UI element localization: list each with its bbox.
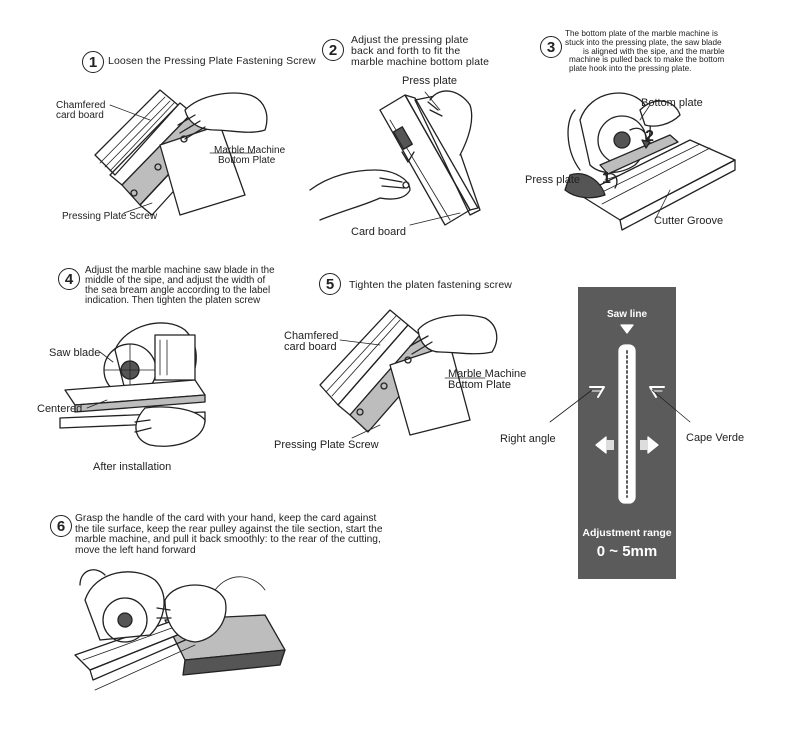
range-value: 0 ~ 5mm	[596, 543, 658, 560]
step-2-illustration	[309, 90, 481, 226]
step-4-number: 4	[58, 268, 80, 290]
step-5-number: 5	[319, 273, 341, 295]
cape-verde-label: Cape Verde	[686, 432, 745, 444]
step-6-title-line-4: move the left hand forward	[75, 544, 196, 556]
step-6-title: Grasp the handle of the card with your h…	[75, 513, 383, 556]
step-4-title-line-1: Adjust the marble machine saw blade in t…	[85, 265, 275, 276]
step-4-illustration	[59, 322, 206, 447]
s5-marble-label-1: Marble Machine	[448, 368, 527, 380]
s3-press-plate-label: Press plate	[525, 174, 581, 186]
step-2-title-line-3: marble machine bottom plate	[351, 56, 490, 68]
step-4-title-line-3: the sea bream angle according to the lab…	[85, 285, 271, 296]
s1-marble-label-2: Bottom Plate	[218, 155, 276, 166]
s2-card-board-label: Card board	[351, 226, 407, 238]
step-2-title-line-1: Adjust the pressing plate	[351, 34, 469, 46]
step-3-title: The bottom plate of the marble machine i…	[565, 29, 725, 74]
step-2-number: 2	[322, 39, 344, 61]
step-1-illustration	[94, 89, 268, 216]
s1-chamfered-label-2: card board	[56, 110, 104, 121]
s4-after-installation-label: After installation	[93, 461, 172, 473]
adjustment-gauge-panel: Saw line Adjustment range 0 ~ 5mm	[578, 287, 676, 579]
step-6-illustration	[74, 569, 286, 691]
adjustment-range-label: Adjustment range	[582, 527, 672, 539]
s5-marble-label-2: Bottom Plate	[448, 379, 511, 391]
step-2-title-line-2: back and forth to fit the	[351, 45, 461, 57]
s3-bottom-plate-label: Bottom plate	[641, 97, 703, 109]
step-3-title-line-2: stuck into the pressing plate, the saw b…	[565, 37, 722, 47]
step-3-number: 3	[540, 36, 562, 58]
s3-mark-2: 2	[645, 128, 654, 145]
s5-chamfered-label-2: card board	[284, 341, 337, 353]
s4-saw-blade-label: Saw blade	[49, 347, 101, 359]
s4-centered-label: Centered	[37, 403, 83, 415]
s2-press-plate-label: Press plate	[402, 75, 458, 87]
step-5-title: Tighten the platen fastening screw	[349, 279, 512, 291]
s3-cutter-groove-label: Cutter Groove	[654, 215, 724, 227]
step-4-title-line-4: indication. Then tighten the platen scre…	[85, 295, 261, 306]
step-5-illustration	[319, 309, 498, 439]
s1-marble-label-1: Marble Machine	[214, 145, 286, 156]
step-3-title-line-1: The bottom plate of the marble machine i…	[565, 29, 718, 38]
step-6-number: 6	[50, 515, 72, 537]
step-3-title-line-4: machine is pulled back to make the botto…	[569, 55, 725, 65]
step-3-title-line-3: is aligned with the sipe, and the marble	[583, 46, 725, 56]
s3-mark-1: 1	[602, 170, 611, 187]
step-6-title-line-2: the tile surface, keep the rear pulley a…	[75, 523, 383, 535]
gauge-graphic	[589, 324, 665, 504]
step-4-title-line-2: middle of the sipe, and adjust the width…	[85, 275, 266, 286]
step-3-title-line-5: plate hook into the pressing plate.	[569, 64, 692, 74]
step-1-title: Loosen the Pressing Plate Fastening Scre…	[108, 55, 316, 67]
s1-screw-label: Pressing Plate Screw	[62, 211, 158, 222]
right-angle-label: Right angle	[500, 433, 556, 445]
step-6-title-line-3: marble machine, and pull it back smoothl…	[75, 534, 381, 545]
step-4-title: Adjust the marble machine saw blade in t…	[85, 266, 275, 306]
step-1-number: 1	[82, 51, 104, 73]
step-2-title: Adjust the pressing plate back and forth…	[351, 35, 489, 68]
s5-chamfered-label-1: Chamfered	[284, 330, 339, 342]
saw-line-label: Saw line	[606, 309, 647, 320]
step-6-title-line-1: Grasp the handle of the card with your h…	[75, 513, 377, 524]
s1-chamfered-label-1: Chamfered	[56, 100, 106, 111]
gauge-leader-lines	[549, 389, 691, 423]
s5-screw-label: Pressing Plate Screw	[274, 439, 379, 451]
step-3-illustration	[564, 92, 736, 231]
